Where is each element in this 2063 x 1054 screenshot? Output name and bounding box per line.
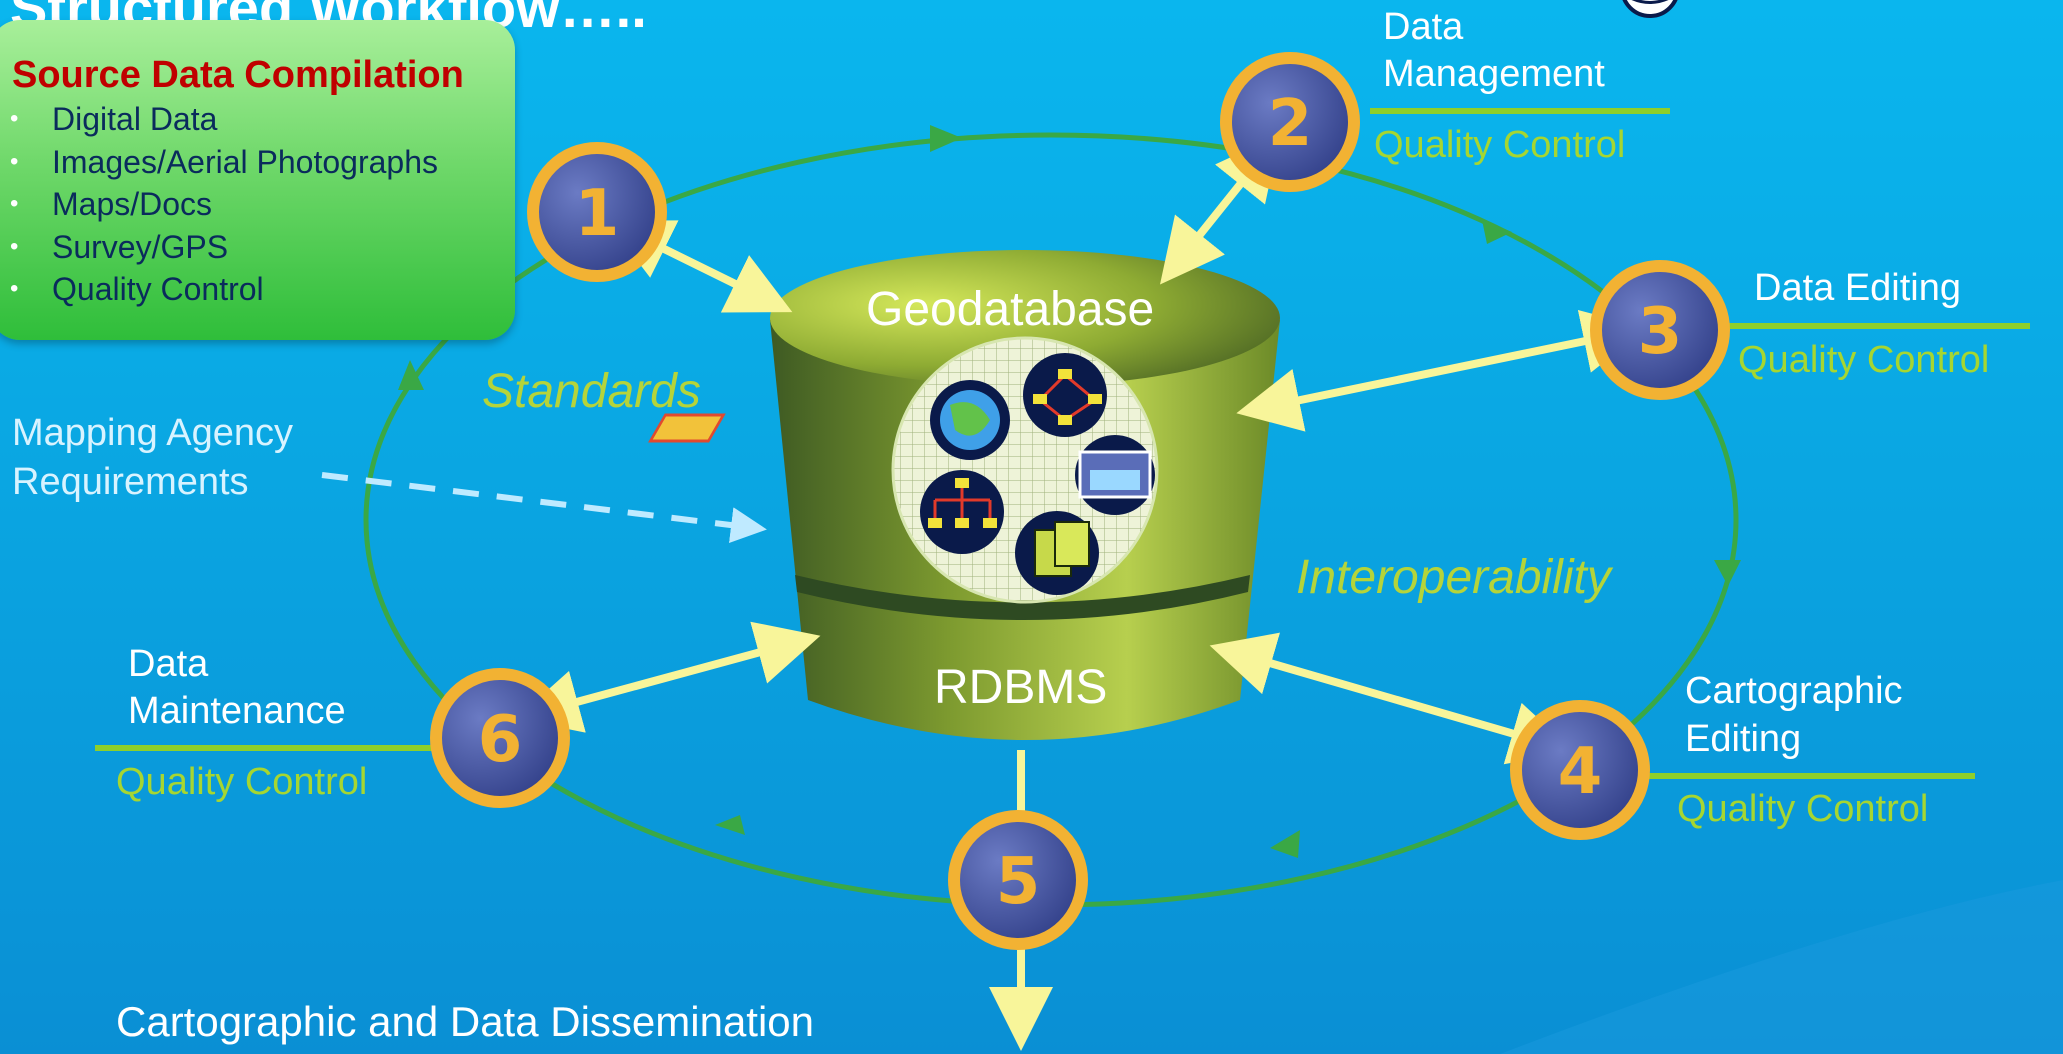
arrow-step6-db [515, 621, 821, 733]
geodatabase-label: Geodatabase [866, 283, 1155, 336]
rdbms-label: RDBMS [934, 661, 1108, 714]
list-item: Survey/GPS [10, 226, 438, 269]
source-box-title: Source Data Compilation [12, 54, 464, 96]
step-1-circle: 1 [527, 142, 667, 282]
step-5-number: 5 [996, 845, 1041, 919]
step3-quality-control: Quality Control [1738, 339, 1990, 381]
interoperability-label: Interoperability [1296, 551, 1611, 604]
list-item: Maps/Docs [10, 183, 438, 226]
step-circles: 1 2 3 4 5 6 [430, 52, 1730, 950]
cycle-direction-arrows [398, 125, 1741, 858]
network-icon [1023, 353, 1107, 437]
agency-label-line2: Requirements [12, 461, 249, 503]
standards-label: Standards [482, 365, 701, 418]
list-item: Quality Control [10, 268, 438, 311]
step6-label-line2: Maintenance [128, 690, 346, 732]
agency-label-line1: Mapping Agency [12, 412, 293, 454]
globe-logo-icon [1622, 0, 1678, 18]
step-4-number: 4 [1558, 735, 1603, 809]
step-6-number: 6 [478, 703, 523, 777]
step-6-circle: 6 [430, 668, 570, 808]
list-item: Images/Aerial Photographs [10, 141, 438, 184]
background-swoosh [1500, 880, 2063, 1054]
step5-label: Cartographic and Data Dissemination [116, 998, 815, 1045]
step-2-number: 2 [1268, 87, 1313, 161]
geodatabase-cylinder [648, 250, 1280, 740]
arrow-step4-db [1209, 632, 1575, 765]
step4-quality-control: Quality Control [1677, 788, 1929, 830]
step-3-circle: 3 [1590, 260, 1730, 400]
step-3-number: 3 [1638, 295, 1683, 369]
step-5-circle: 5 [948, 810, 1088, 950]
arrow-step1-db [606, 220, 793, 313]
step6-quality-control: Quality Control [116, 761, 368, 803]
step-4-circle: 4 [1510, 700, 1650, 840]
step6-label-line1: Data [128, 643, 209, 685]
step2-quality-control: Quality Control [1374, 124, 1626, 166]
step4-label-line2: Editing [1685, 718, 1802, 760]
arrow-agency-requirements [321, 472, 767, 543]
step-1-number: 1 [575, 177, 620, 251]
arrow-step3-db [1236, 309, 1648, 432]
arrow-step2-db [1160, 134, 1280, 285]
list-item: Digital Data [10, 98, 438, 141]
step2-label-line2: Management [1383, 53, 1605, 95]
step-2-circle: 2 [1220, 52, 1360, 192]
step2-label-line1: Data [1383, 6, 1464, 48]
step3-label: Data Editing [1754, 267, 1962, 309]
step4-label-line1: Cartographic [1685, 670, 1903, 712]
source-box-list: Digital Data Images/Aerial Photographs M… [10, 98, 438, 311]
